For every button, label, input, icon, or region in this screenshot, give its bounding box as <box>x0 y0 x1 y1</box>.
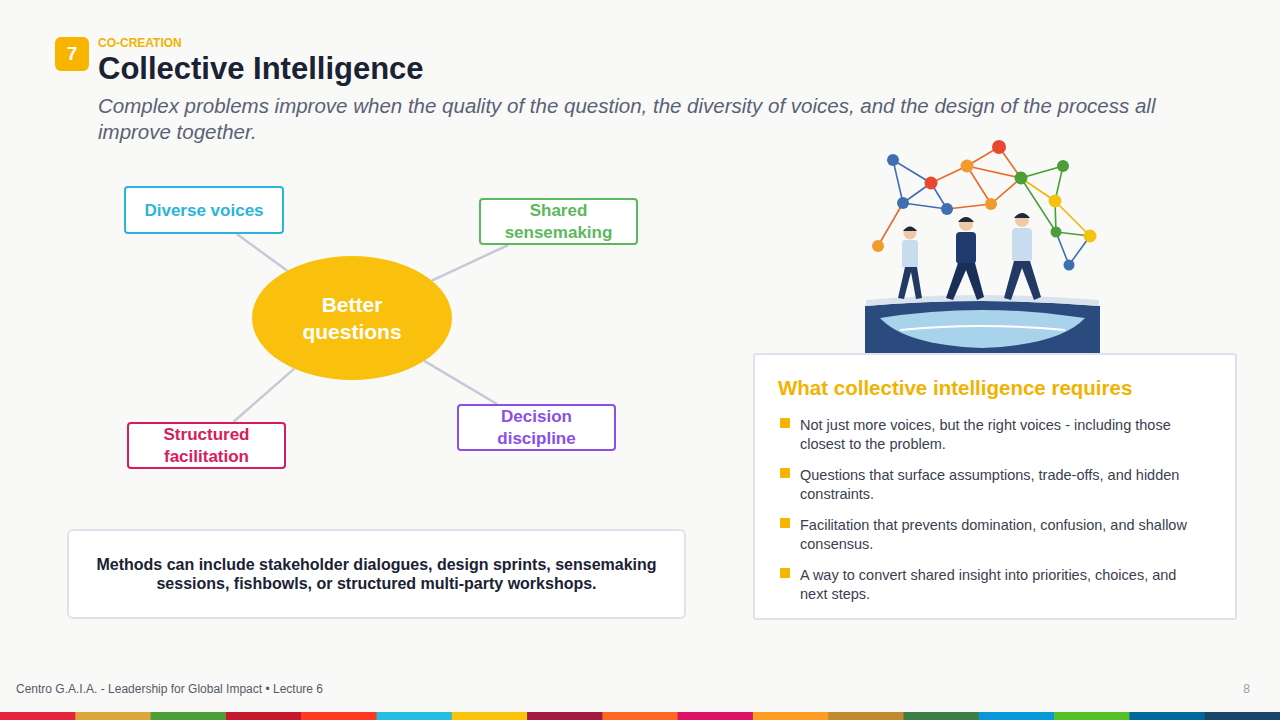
node-label: Better questions <box>292 291 412 345</box>
bullet-row: A way to convert shared insight into pri… <box>778 566 1213 604</box>
bullet-square <box>780 468 790 478</box>
connector-line <box>237 234 287 271</box>
connector-line <box>432 245 508 281</box>
node-label: Methods can include stakeholder dialogue… <box>95 555 658 593</box>
bullet-row: Facilitation that prevents domination, c… <box>778 516 1213 554</box>
bullet-row: Questions that surface assumptions, trad… <box>778 466 1213 504</box>
bullet-text: Questions that surface assumptions, trad… <box>800 466 1200 504</box>
card-heading: What collective intelligence requires <box>778 375 1213 401</box>
bullet-text: Not just more voices, but the right voic… <box>800 416 1200 454</box>
methods-box: Methods can include stakeholder dialogue… <box>67 529 686 619</box>
node-label: Decision discipline <box>483 406 590 450</box>
number-badge: 7 <box>55 37 89 71</box>
page-number: 8 <box>1230 682 1250 696</box>
concept-box: Structured facilitation <box>127 422 286 469</box>
ellipse-fill <box>252 256 452 380</box>
color-stripe <box>0 712 1280 720</box>
node-label: 7 <box>67 43 78 65</box>
node-label: Structured facilitation <box>147 424 266 468</box>
bullet-square <box>780 568 790 578</box>
bullet-square <box>780 418 790 428</box>
concept-box: Decision discipline <box>457 404 616 451</box>
central-ellipse: Better questions <box>252 256 452 380</box>
bullet-square <box>780 518 790 528</box>
slide-title: Collective Intelligence <box>98 51 424 87</box>
bullet-row: Not just more voices, but the right voic… <box>778 416 1213 454</box>
connector-line <box>233 369 294 422</box>
node-label: Shared sensemaking <box>499 200 618 244</box>
concept-box: Diverse voices <box>124 186 284 234</box>
footer-text: Centro G.A.I.A. - Leadership for Global … <box>16 682 323 696</box>
bullet-text: Facilitation that prevents domination, c… <box>800 516 1200 554</box>
bullet-text: A way to convert shared insight into pri… <box>800 566 1200 604</box>
ellipse-shape <box>252 256 452 380</box>
slide-subtitle: Complex problems improve when the qualit… <box>98 93 1158 145</box>
node-label: Diverse voices <box>144 200 263 221</box>
connector-line <box>424 361 497 404</box>
section-eyebrow: CO-CREATION <box>98 36 182 50</box>
requirements-card: What collective intelligence requiresNot… <box>753 353 1237 620</box>
concept-box: Shared sensemaking <box>479 198 638 245</box>
